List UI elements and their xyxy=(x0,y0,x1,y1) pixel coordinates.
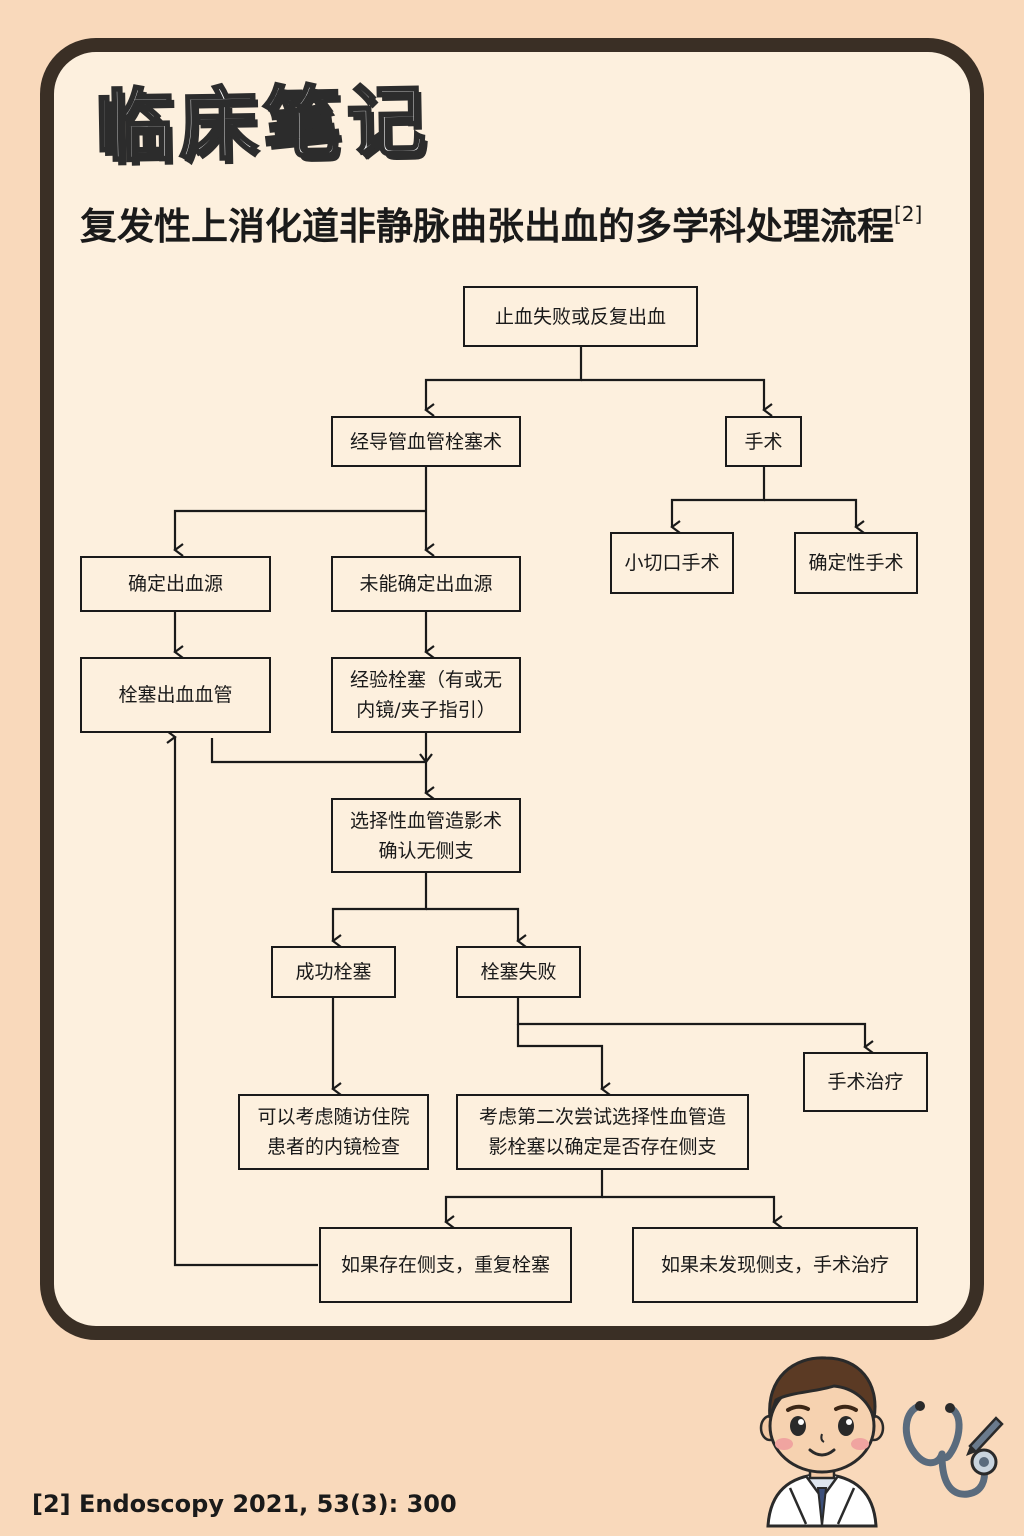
node-no-collateral-surgery: 如果未发现侧支，手术治疗 xyxy=(632,1227,918,1303)
node-source-identified: 确定出血源 xyxy=(80,556,271,612)
title-text: 复发性上消化道非静脉曲张出血的多学科处理流程 xyxy=(80,205,894,248)
stethoscope-icon xyxy=(902,1401,1004,1498)
node-selective-angiography: 选择性血管造影术 确认无侧支 xyxy=(331,798,521,873)
title-reference: [2] xyxy=(894,202,923,226)
node-surgery: 手术 xyxy=(725,416,802,467)
second-attempt-line-1: 考虑第二次尝试选择性血管造 xyxy=(478,1106,726,1128)
node-follow-up-endoscopy: 可以考虑随访住院 患者的内镜检查 xyxy=(238,1094,429,1170)
follow-up-line-2: 患者的内镜检查 xyxy=(266,1136,400,1158)
node-hemostasis-failure: 止血失败或反复出血 xyxy=(463,286,698,347)
node-transcatheter-embolization: 经导管血管栓塞术 xyxy=(331,416,521,467)
node-embolize-bleeding-vessel: 栓塞出血血管 xyxy=(80,657,271,733)
node-definitive-surgery: 确定性手术 xyxy=(794,532,918,594)
node-successful-embolization: 成功栓塞 xyxy=(271,946,396,998)
second-attempt-line-2: 影栓塞以确定是否存在侧支 xyxy=(488,1136,717,1158)
node-embolization-failure: 栓塞失败 xyxy=(456,946,581,998)
doctor-illustration xyxy=(759,1356,885,1528)
node-collateral-repeat-embolization: 如果存在侧支，重复栓塞 xyxy=(319,1227,572,1303)
follow-up-line-1: 可以考虑随访住院 xyxy=(257,1106,410,1128)
pen-icon xyxy=(966,1416,1004,1456)
node-small-incision-surgery: 小切口手术 xyxy=(610,532,734,594)
node-second-attempt: 考虑第二次尝试选择性血管造 影栓塞以确定是否存在侧支 xyxy=(456,1094,749,1170)
empirical-line-2: 内镜/夹子指引） xyxy=(356,699,496,721)
node-empirical-embolization: 经验栓塞（有或无 内镜/夹子指引） xyxy=(331,657,521,733)
page-title: 复发性上消化道非静脉曲张出血的多学科处理流程[2] xyxy=(80,196,960,250)
node-surgical-treatment: 手术治疗 xyxy=(803,1052,928,1112)
empirical-line-1: 经验栓塞（有或无 xyxy=(349,669,502,691)
angiography-line-1: 选择性血管造影术 xyxy=(349,809,502,832)
citation: [2] Endoscopy 2021, 53(3): 300 xyxy=(32,1490,457,1518)
angiography-line-2: 确认无侧支 xyxy=(378,839,474,862)
node-source-not-identified: 未能确定出血源 xyxy=(331,556,521,612)
